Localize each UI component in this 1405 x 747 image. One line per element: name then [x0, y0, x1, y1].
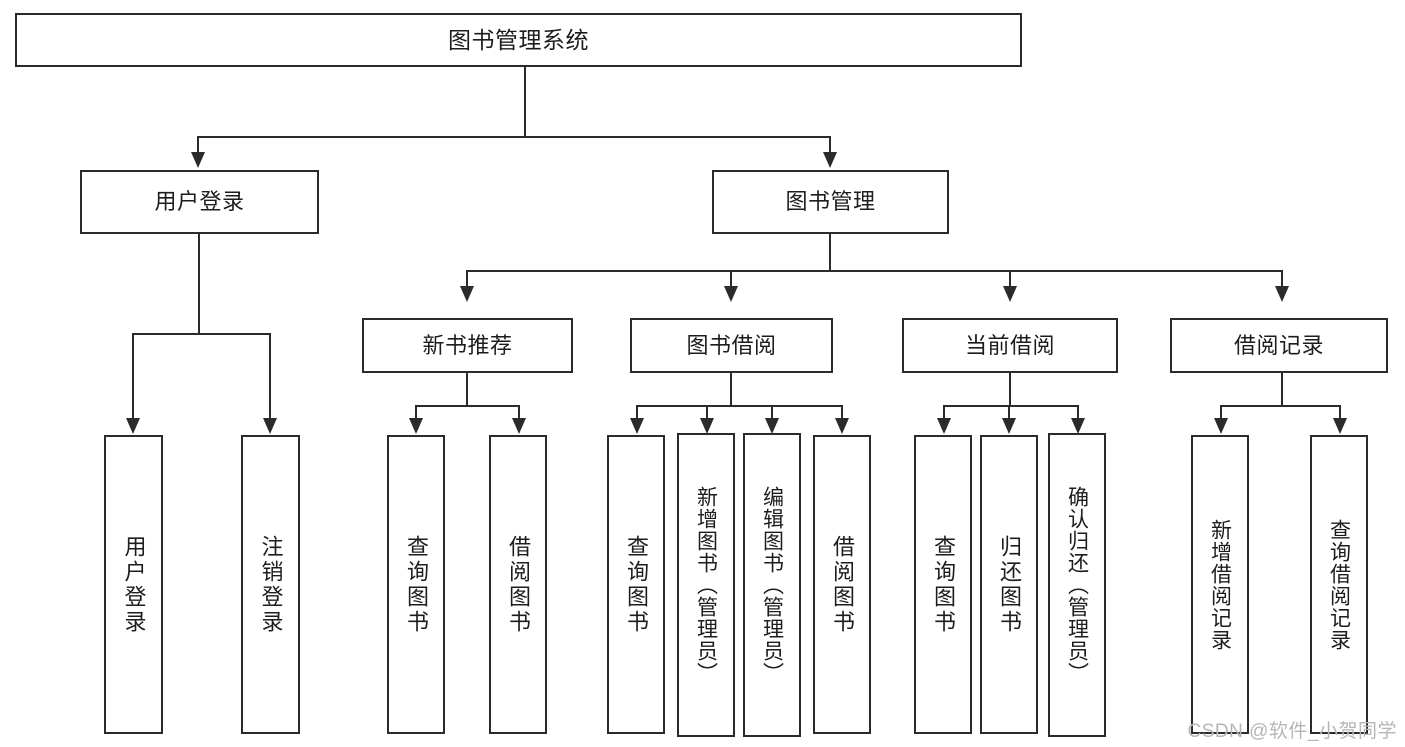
arrow-bm-to-book-borrow	[724, 286, 738, 302]
node-label: 借阅图书	[830, 534, 855, 635]
leaf-new-book-borrow-book[interactable]: 借阅图书	[489, 435, 547, 734]
leaf-borrow-record-query-record[interactable]: 查询借阅记录	[1310, 435, 1368, 734]
arrow-cb-leaf-2	[1002, 418, 1016, 434]
node-label: 图书管理	[785, 189, 876, 215]
node-label: 注销登录	[258, 534, 284, 635]
leaf-current-borrow-query-book[interactable]: 查询图书	[914, 435, 972, 734]
connector-bb-stem	[730, 373, 732, 406]
node-label: 新增借阅记录	[1208, 518, 1232, 651]
leaf-user-login-logout[interactable]: 注销登录	[241, 435, 300, 734]
node-label: 归还图书	[997, 534, 1022, 635]
connector-nbr-stem	[466, 373, 468, 406]
connector-bb-leaf-4	[841, 405, 843, 419]
leaf-new-book-query-book[interactable]: 查询图书	[387, 435, 445, 734]
leaf-user-login-login[interactable]: 用户登录	[104, 435, 163, 734]
arrow-bb-leaf-2	[700, 418, 714, 434]
connector-root-stem	[524, 67, 526, 137]
connector-br-leaf-1	[1220, 405, 1222, 419]
arrow-cb-leaf-3	[1071, 418, 1085, 434]
connector-root-to-book-management	[829, 136, 831, 154]
node-borrow-record[interactable]: 借阅记录	[1170, 318, 1388, 373]
connector-nbr-bus	[415, 405, 520, 407]
arrow-bb-leaf-3	[765, 418, 779, 434]
arrow-bm-to-new-book	[460, 286, 474, 302]
arrow-bb-leaf-1	[630, 418, 644, 434]
leaf-book-borrow-edit-book-admin[interactable]: 编辑图书（管理员）	[743, 433, 801, 737]
arrow-nbr-leaf-1	[409, 418, 423, 434]
connector-nbr-leaf-2	[518, 405, 520, 419]
connector-cb-leaf-3	[1077, 405, 1079, 419]
node-user-login[interactable]: 用户登录	[80, 170, 319, 234]
node-label: 图书借阅	[686, 332, 777, 358]
connector-bb-leaf-3	[771, 405, 773, 419]
node-label: 图书管理系统	[448, 26, 589, 53]
connector-bm-to-current-borrow	[1009, 270, 1011, 288]
arrow-user-login-leaf-1	[126, 418, 140, 434]
leaf-current-borrow-confirm-return-admin[interactable]: 确认归还（管理员）	[1048, 433, 1106, 737]
connector-bb-leaf-2	[706, 405, 708, 419]
node-book-management[interactable]: 图书管理	[712, 170, 949, 234]
arrow-bb-leaf-4	[835, 418, 849, 434]
node-label: 编辑图书（管理员）	[760, 486, 784, 684]
connector-book-management-bus	[466, 270, 1283, 272]
node-label: 查询图书	[931, 534, 956, 635]
connector-bm-to-book-borrow	[730, 270, 732, 288]
leaf-book-borrow-borrow-book[interactable]: 借阅图书	[813, 435, 871, 734]
node-label: 用户登录	[121, 534, 147, 635]
connector-cb-leaf-2	[1008, 405, 1010, 419]
arrow-bm-to-current-borrow	[1003, 286, 1017, 302]
connector-bb-bus	[636, 405, 843, 407]
connector-cb-bus	[943, 405, 1078, 407]
connector-bm-to-borrow-record	[1281, 270, 1283, 288]
node-new-book-recommend[interactable]: 新书推荐	[362, 318, 573, 373]
connector-cb-stem	[1009, 373, 1011, 406]
node-root-book-management-system[interactable]: 图书管理系统	[15, 13, 1022, 67]
connector-br-bus	[1220, 405, 1341, 407]
arrow-bm-to-borrow-record	[1275, 286, 1289, 302]
node-label: 确认归还（管理员）	[1065, 486, 1089, 684]
connector-cb-leaf-1	[943, 405, 945, 419]
node-label: 当前借阅	[964, 332, 1055, 358]
node-label: 新增图书（管理员）	[694, 486, 718, 684]
leaf-book-borrow-query-book[interactable]: 查询图书	[607, 435, 665, 734]
node-book-borrow[interactable]: 图书借阅	[630, 318, 833, 373]
connector-user-login-stem	[198, 234, 200, 334]
leaf-borrow-record-add-record[interactable]: 新增借阅记录	[1191, 435, 1249, 734]
arrow-cb-leaf-1	[937, 418, 951, 434]
csdn-watermark: CSDN @软件_小贺同学	[1187, 721, 1397, 742]
connector-user-login-leaf-2	[269, 333, 271, 420]
arrow-br-leaf-2	[1333, 418, 1347, 434]
node-current-borrow[interactable]: 当前借阅	[902, 318, 1118, 373]
connector-user-login-bus	[132, 333, 270, 335]
arrow-root-to-book-management	[823, 152, 837, 168]
node-label: 借阅记录	[1233, 332, 1324, 358]
node-label: 查询借阅记录	[1327, 518, 1351, 651]
connector-br-leaf-2	[1339, 405, 1341, 419]
node-label: 借阅图书	[506, 534, 531, 635]
arrow-br-leaf-1	[1214, 418, 1228, 434]
node-label: 查询图书	[404, 534, 429, 635]
leaf-book-borrow-add-book-admin[interactable]: 新增图书（管理员）	[677, 433, 735, 737]
leaf-current-borrow-return-book[interactable]: 归还图书	[980, 435, 1038, 734]
connector-book-management-stem	[829, 234, 831, 272]
connector-br-stem	[1281, 373, 1283, 406]
node-label: 查询图书	[624, 534, 649, 635]
node-label: 新书推荐	[422, 332, 513, 358]
connector-bb-leaf-1	[636, 405, 638, 419]
arrow-nbr-leaf-2	[512, 418, 526, 434]
connector-nbr-leaf-1	[415, 405, 417, 419]
connector-bm-to-new-book	[466, 270, 468, 288]
connector-root-to-user-login	[197, 136, 199, 154]
arrow-user-login-leaf-2	[263, 418, 277, 434]
connector-user-login-leaf-1	[132, 333, 134, 420]
arrow-root-to-user-login	[191, 152, 205, 168]
connector-root-bus	[197, 136, 829, 138]
node-label: 用户登录	[154, 189, 245, 215]
